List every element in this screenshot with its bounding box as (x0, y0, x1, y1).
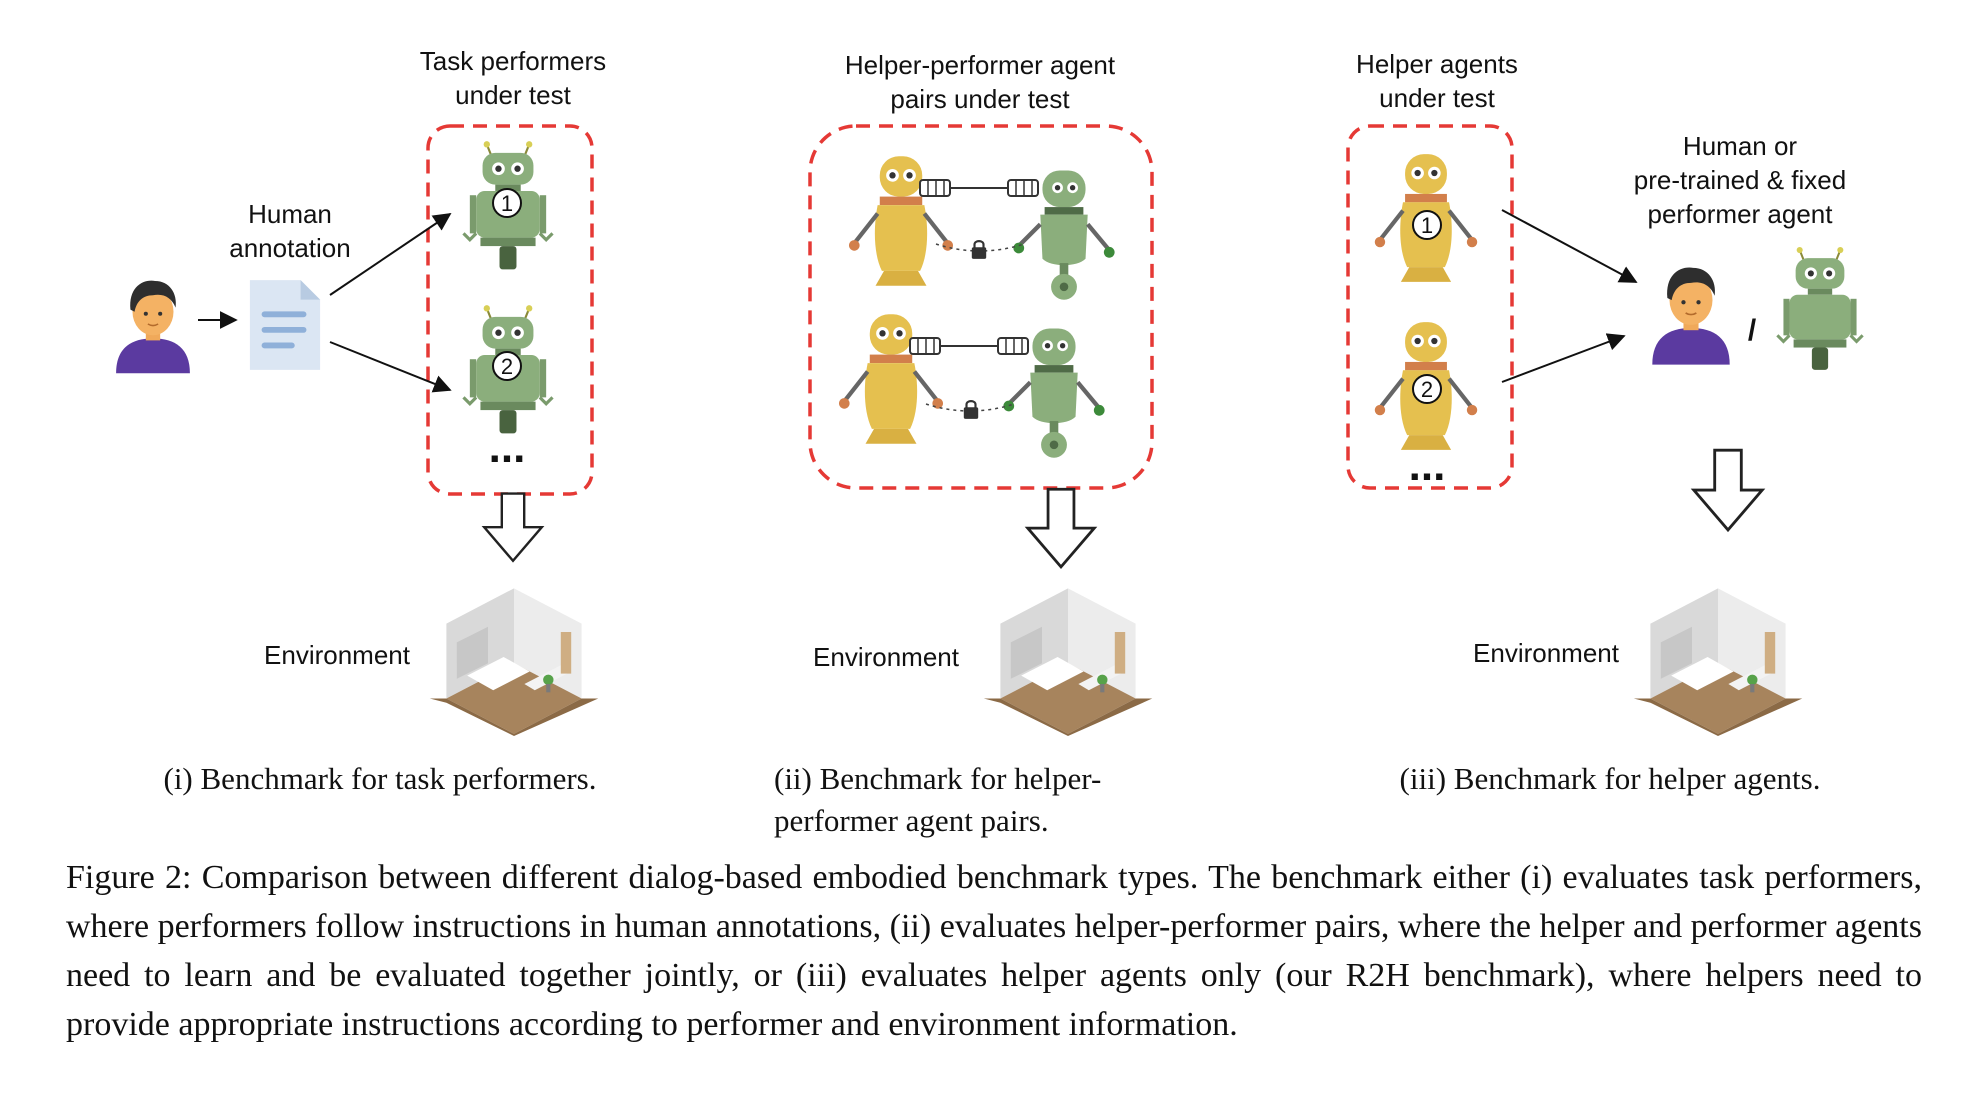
panel-1-dashed-box (426, 124, 594, 496)
panel-1-left-label-line-2: annotation (229, 233, 350, 263)
panel-3-more-marker: ... (1409, 441, 1446, 490)
room-icon (1633, 588, 1803, 736)
panel-3-robot-number-2: 2 (1421, 377, 1433, 402)
panel-3-robot-number-1: 1 (1421, 213, 1433, 238)
panel-3-separator: / (1748, 314, 1757, 347)
panel-3-right-label-line-2: pre-trained & fixed (1634, 165, 1846, 195)
down-arrow-icon (482, 492, 544, 563)
room-icon (983, 588, 1153, 736)
helper-1-to-performer-arrow (1501, 209, 1638, 283)
panel-1-more-marker: ... (489, 423, 526, 472)
panel-1-robot-number-1: 1 (501, 191, 513, 216)
panel-3-environment-label: Environment (1473, 638, 1620, 668)
annotation-to-robot-2-arrow (329, 341, 452, 393)
panel-3-right-label-line-1: Human or (1683, 131, 1797, 161)
document-icon (249, 280, 321, 370)
down-arrow-icon (1694, 450, 1762, 530)
panel-1-subcaption: (i) Benchmark for task performers. (163, 761, 597, 796)
tin-can-phone-icon (909, 337, 941, 355)
panel-2: Helper-performer agent pairs under test … (808, 50, 1154, 736)
panel-2-subcaption: (ii) Benchmark for helper-performer agen… (774, 761, 1102, 838)
human-icon (1651, 266, 1731, 366)
annotation-to-robot-1-arrow (329, 212, 452, 296)
lock-icon (970, 240, 988, 260)
yellow-robot-icon (849, 156, 953, 286)
tin-can-phone-icon (997, 337, 1029, 355)
tin-can-phone-icon (1007, 179, 1039, 197)
helper-2-to-performer-arrow (1501, 333, 1626, 383)
panel-1-robot-number-2: 2 (501, 354, 513, 379)
figure-caption: Figure 2: Comparison between different d… (66, 859, 1922, 1043)
panel-2-environment-label: Environment (813, 642, 960, 672)
panel-3-right-label-line-3: performer agent (1648, 199, 1834, 229)
figure-diagram: Task performers under test Human annotat… (115, 46, 1865, 736)
room-icon (429, 588, 599, 736)
green-robot-icon (1775, 246, 1865, 372)
panel-1-box-title-line-2: under test (455, 80, 571, 110)
panel-2-dashed-box (808, 124, 1154, 490)
panel-1-left-label-line-1: Human (248, 199, 332, 229)
panel-1-environment-label: Environment (264, 640, 411, 670)
panel-3-dashed-box (1346, 124, 1514, 490)
panel-3-box-title-line-2: under test (1379, 83, 1495, 113)
panel-3-subcaption: (iii) Benchmark for helper agents. (1399, 761, 1821, 796)
down-arrow-icon (1026, 487, 1096, 569)
panel-2-box-title-line-2: pairs under test (890, 84, 1070, 114)
panel-2-box-title-line-1: Helper-performer agent (845, 50, 1116, 80)
human-icon (115, 279, 191, 374)
panel-3-box-title-line-1: Helper agents (1356, 49, 1518, 79)
panel-1: Task performers under test Human annotat… (115, 46, 606, 736)
tin-can-phone-icon (919, 179, 951, 197)
yellow-robot-icon (839, 314, 943, 444)
panel-1-box-title-line-1: Task performers (420, 46, 606, 76)
lock-icon (962, 400, 980, 420)
panel-3: Helper agents under test 1 2 ... Human o… (1346, 49, 1865, 736)
